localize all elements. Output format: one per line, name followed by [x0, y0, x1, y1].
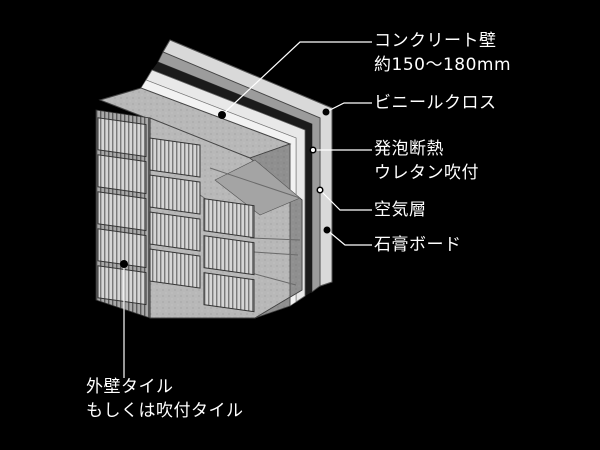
leader-vinyl: [325, 102, 372, 113]
label-exterior-tile-2: もしくは吹付タイル: [86, 401, 244, 421]
leader-lines: [123, 41, 372, 378]
tile-column-2: [149, 137, 201, 289]
label-foam-insulation-2: ウレタン吹付: [374, 163, 479, 183]
tile-column-1: [97, 117, 147, 306]
tile-column-3: [203, 198, 255, 313]
leader-gypsum: [326, 229, 372, 246]
label-foam-insulation-1: 発泡断熱: [374, 139, 444, 159]
leader-dots: [120, 108, 331, 268]
label-gypsum-board: 石膏ボード: [374, 235, 462, 255]
label-concrete-thickness: 約150〜180mm: [374, 55, 512, 75]
label-concrete-wall: コンクリート壁: [374, 31, 497, 51]
exterior-tiles: [95, 109, 255, 319]
leader-air: [319, 189, 372, 211]
label-exterior-tile-1: 外壁タイル: [86, 377, 174, 397]
leader-concrete: [221, 41, 372, 116]
label-air-layer: 空気層: [374, 200, 427, 220]
label-vinyl-cloth: ビニールクロス: [374, 93, 497, 113]
